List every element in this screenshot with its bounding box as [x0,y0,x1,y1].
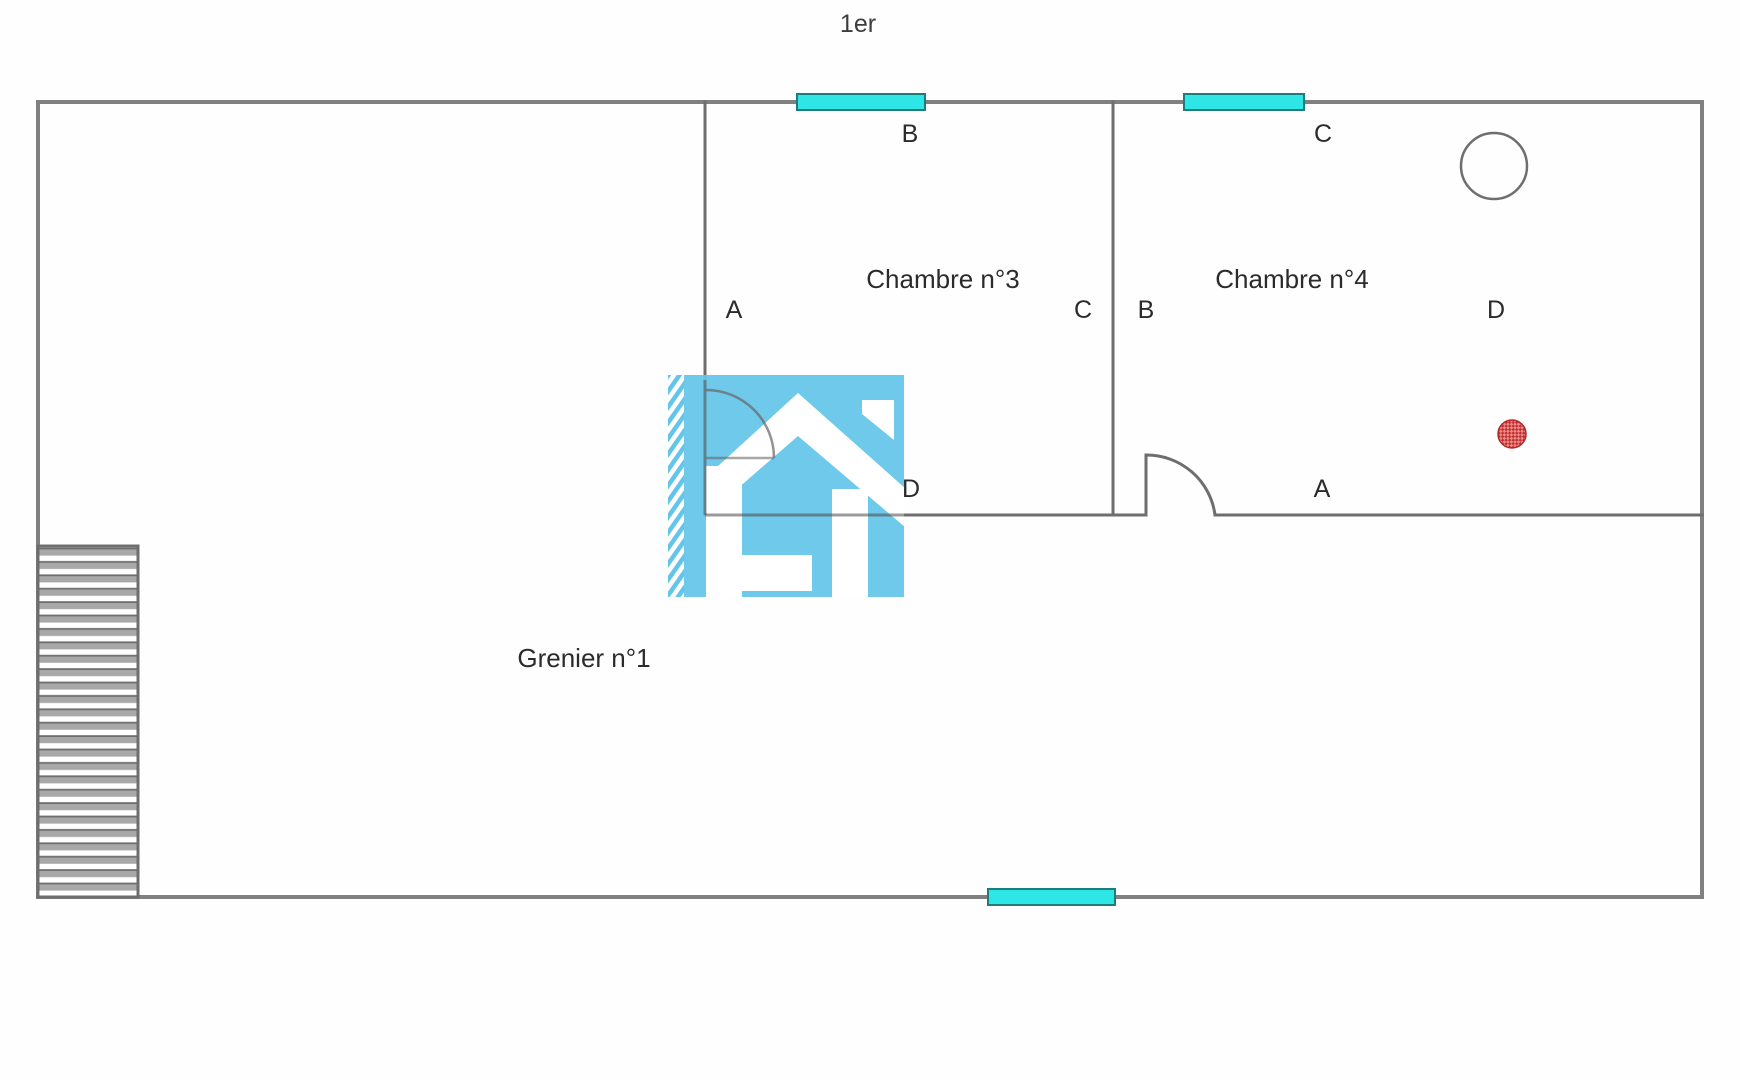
room-label-chambre-3: Chambre n°3 [866,264,1019,295]
wall-label-chambre4-a-text: A [1313,475,1331,503]
wall-label-chambre3-d: D [902,475,920,504]
room-label-grenier-1: Grenier n°1 [517,643,650,674]
window-b-chambre3 [796,93,926,111]
wall-label-chambre3-c-text: C [1073,296,1093,324]
window-grenier-south [987,888,1116,906]
wall-label-chambre4-d-text: D [1486,296,1506,324]
wall-label-chambre4-c-text: C [1313,120,1333,148]
door-chambre4 [1145,453,1217,516]
room-label-chambre-4: Chambre n°4 [1215,264,1368,295]
round-fixture [1459,131,1529,201]
wall-label-chambre3-a: A [726,296,743,325]
wall-label-chambre3-b-text: B [901,120,919,148]
wall-label-chambre3-c: C [1074,296,1092,325]
wall-label-chambre4-b-text: B [1137,296,1155,324]
room-label-grenier-1-text: Grenier n°1 [517,643,651,673]
wall-label-chambre3-a-text: A [725,296,743,324]
wall-label-chambre4-d: D [1487,296,1505,325]
outer-walls [36,100,1704,899]
wall-label-chambre3-b: B [902,120,919,149]
page-title: 1er [0,10,1740,39]
wall-label-chambre3-d-text: D [901,475,921,503]
staircase [36,544,140,899]
wall-label-chambre4-c: C [1314,120,1332,149]
agency-house-logo [668,375,904,597]
room-label-chambre-4-text: Chambre n°4 [1215,264,1369,294]
wall-label-chambre4-b: B [1138,296,1155,325]
window-c-chambre4 [1183,93,1305,111]
wall-label-chambre4-a: A [1314,475,1331,504]
page-title-text: 1er [839,10,877,38]
chimney-hatched-icon [1497,419,1527,449]
room-label-chambre-3-text: Chambre n°3 [866,264,1020,294]
